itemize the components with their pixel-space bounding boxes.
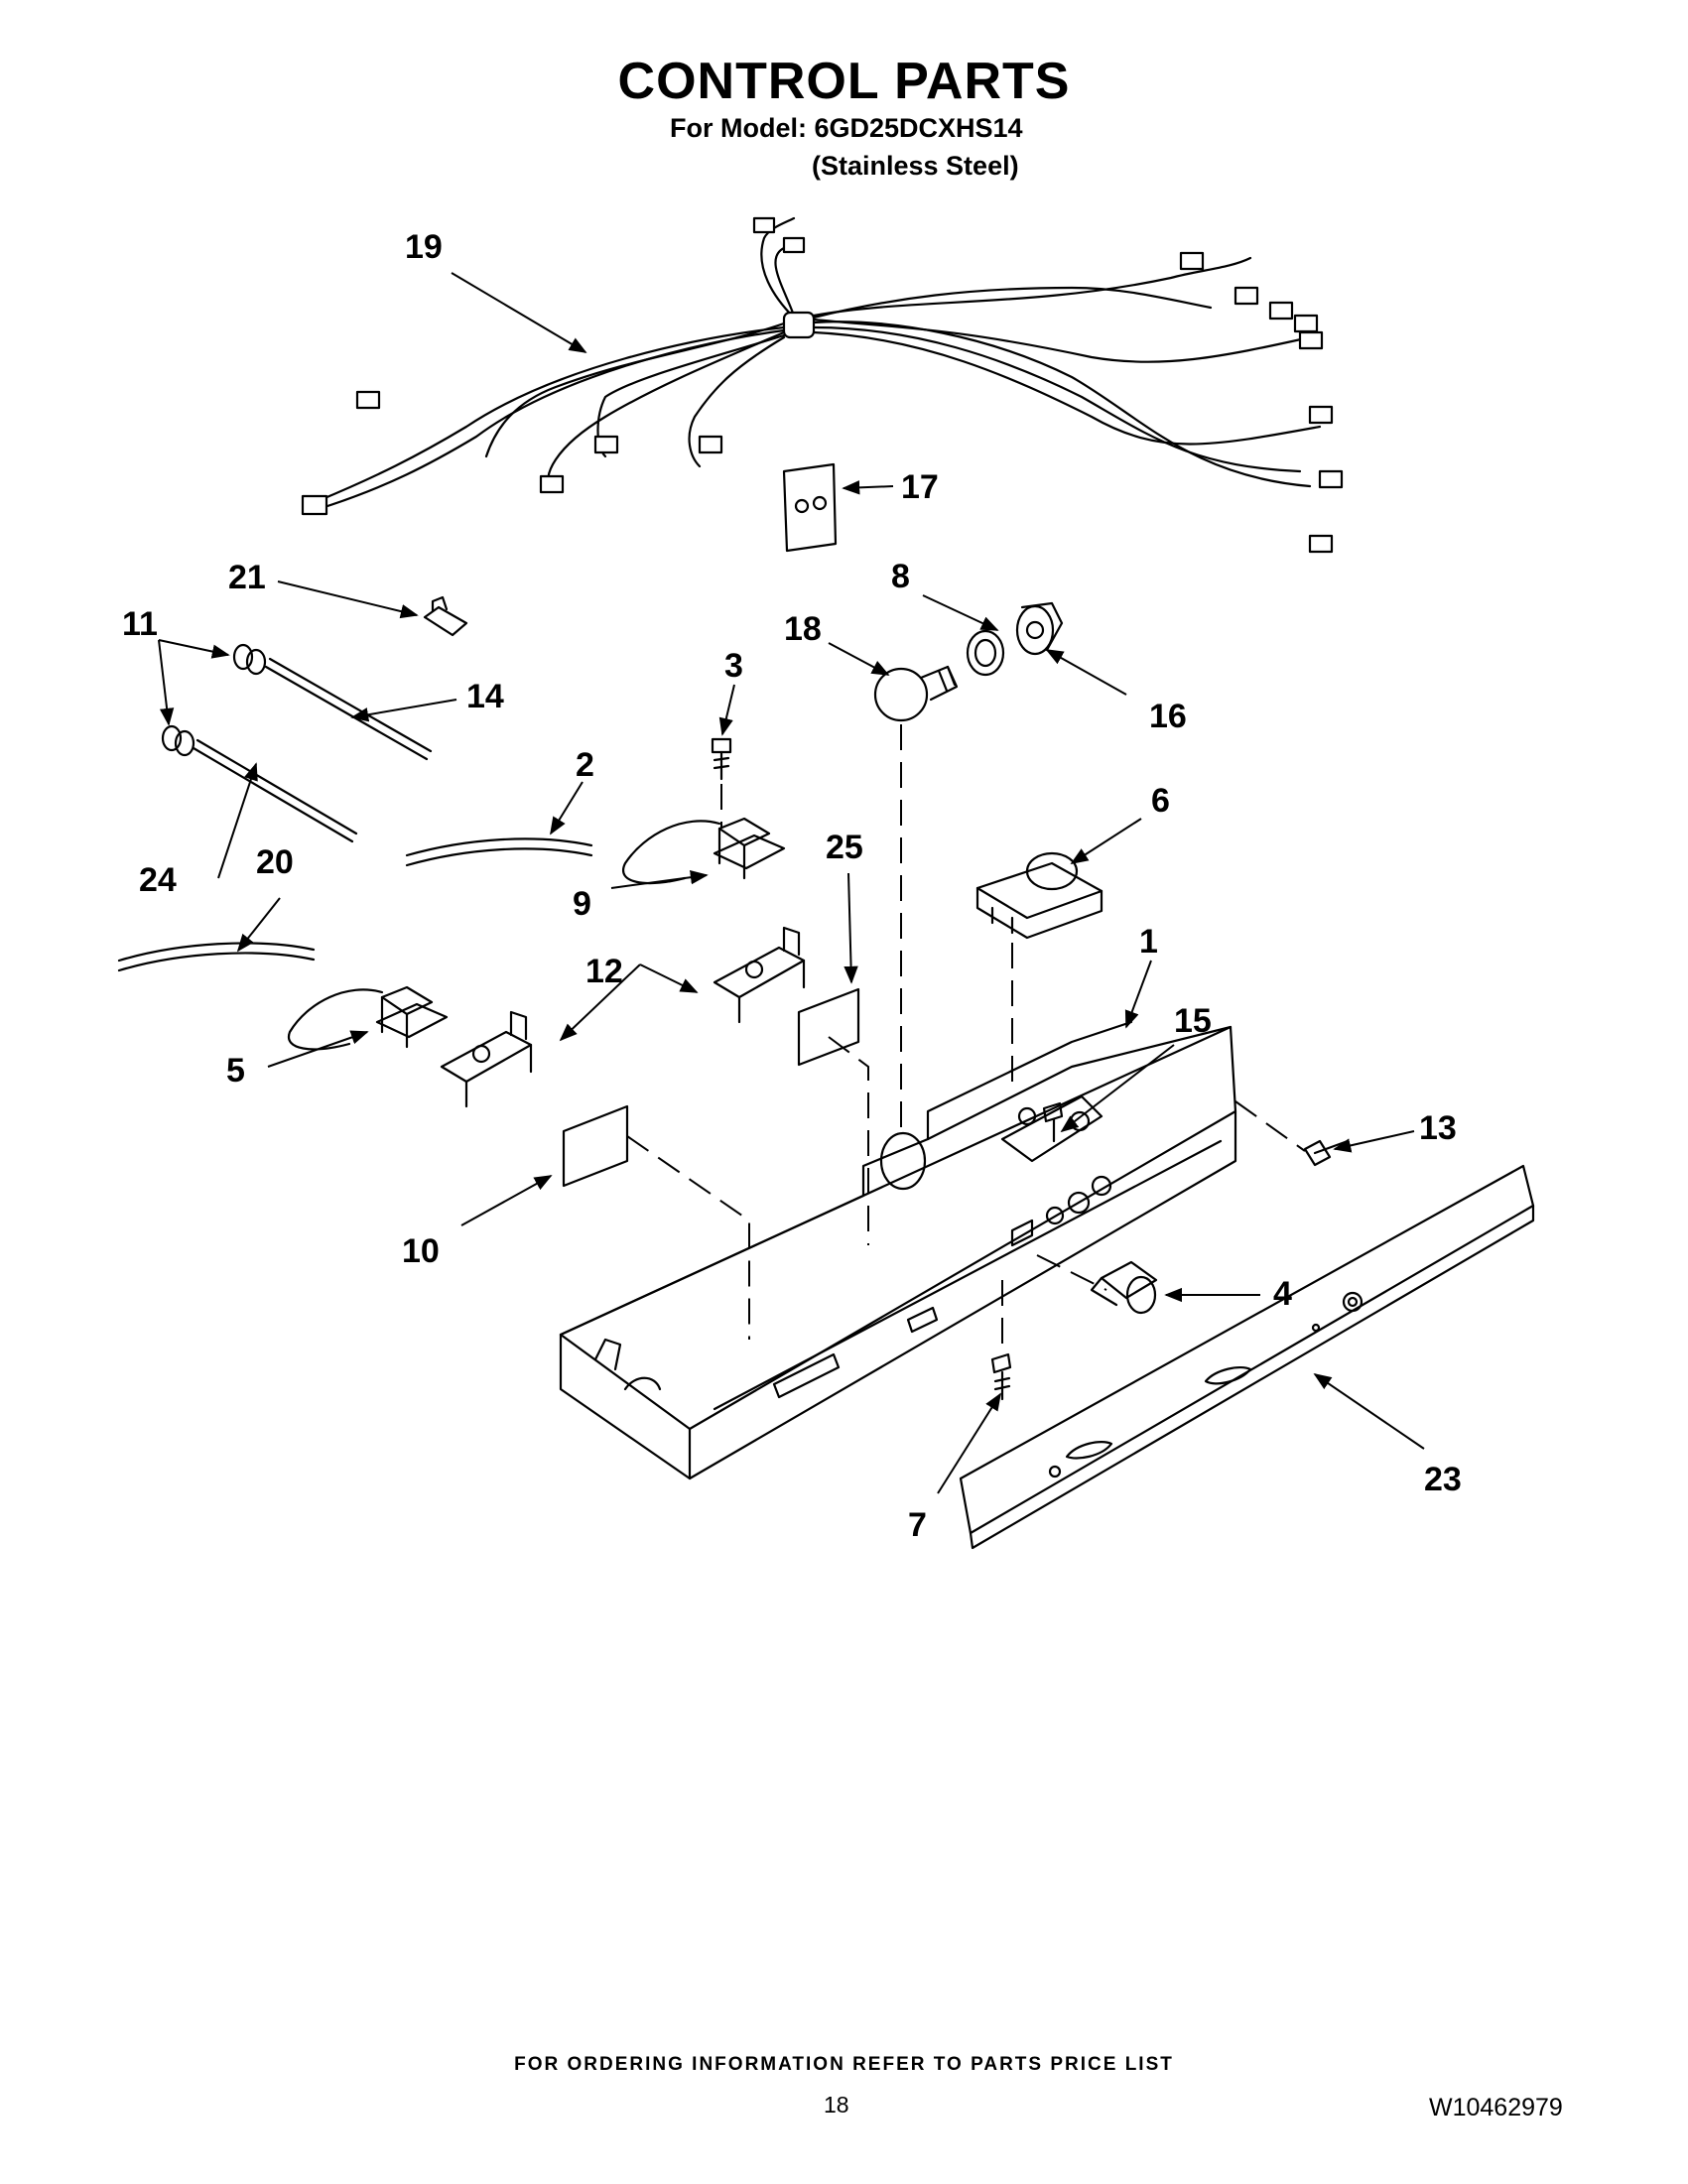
capillary-tube-part <box>264 657 433 761</box>
ordering-note: FOR ORDERING INFORMATION REFER TO PARTS … <box>514 2054 1174 2075</box>
switch-part <box>287 985 449 1051</box>
socket-ring-part <box>966 629 1005 677</box>
bracket-part <box>440 1010 533 1108</box>
light-bulb-part <box>873 665 959 722</box>
lamp-socket-part <box>1015 601 1064 656</box>
label-part <box>797 987 860 1067</box>
callout-leaders <box>158 272 1425 1494</box>
callout-4: 4 <box>1273 1275 1292 1313</box>
assembly-guide-lines <box>626 724 1306 1349</box>
thermostat-part <box>975 851 1104 940</box>
variant-line: (Stainless Steel) <box>812 151 1019 181</box>
bracket-part <box>713 926 806 1024</box>
model-line: For Model: 6GD25DCXHS14 <box>670 113 1023 143</box>
switch-part <box>622 817 786 885</box>
callout-24: 24 <box>139 861 177 899</box>
page-number: 18 <box>824 2092 849 2118</box>
control-housing-part <box>559 1020 1237 1480</box>
knob-part <box>1090 1260 1158 1315</box>
callout-3: 3 <box>724 647 743 685</box>
page-title: CONTROL PARTS <box>617 53 1071 110</box>
screw-part <box>711 737 732 781</box>
capillary-tube-part <box>192 738 358 843</box>
control-panel-cover-part <box>959 1164 1535 1550</box>
callout-8: 8 <box>891 558 910 595</box>
callout-6: 6 <box>1151 782 1170 820</box>
callout-12: 12 <box>585 953 623 990</box>
hose-part <box>405 837 593 867</box>
document-number: W10462979 <box>1429 2094 1563 2121</box>
screw-part <box>990 1352 1012 1401</box>
callout-23: 23 <box>1424 1461 1462 1498</box>
callout-2: 2 <box>576 746 594 784</box>
label-part <box>562 1104 629 1188</box>
callout-13: 13 <box>1419 1109 1457 1147</box>
callout-17: 17 <box>901 468 939 506</box>
grommet-part <box>161 643 267 757</box>
callout-14: 14 <box>466 678 504 715</box>
insulator-plate-part <box>782 462 838 553</box>
callout-10: 10 <box>402 1232 440 1270</box>
callout-16: 16 <box>1149 698 1187 735</box>
callout-9: 9 <box>573 885 591 923</box>
hose-part <box>117 942 316 972</box>
callout-5: 5 <box>226 1052 245 1090</box>
callout-15: 15 <box>1174 1002 1212 1040</box>
wire-harness-part <box>301 216 1344 554</box>
screw-part <box>1303 1139 1350 1167</box>
callout-7: 7 <box>908 1506 927 1544</box>
callout-18: 18 <box>784 610 822 648</box>
callout-19: 19 <box>405 228 443 266</box>
callout-11: 11 <box>122 605 158 643</box>
callout-25: 25 <box>826 829 863 866</box>
callout-21: 21 <box>228 559 266 596</box>
callout-20: 20 <box>256 843 294 881</box>
clip-part <box>423 595 468 637</box>
callout-1: 1 <box>1139 923 1158 961</box>
